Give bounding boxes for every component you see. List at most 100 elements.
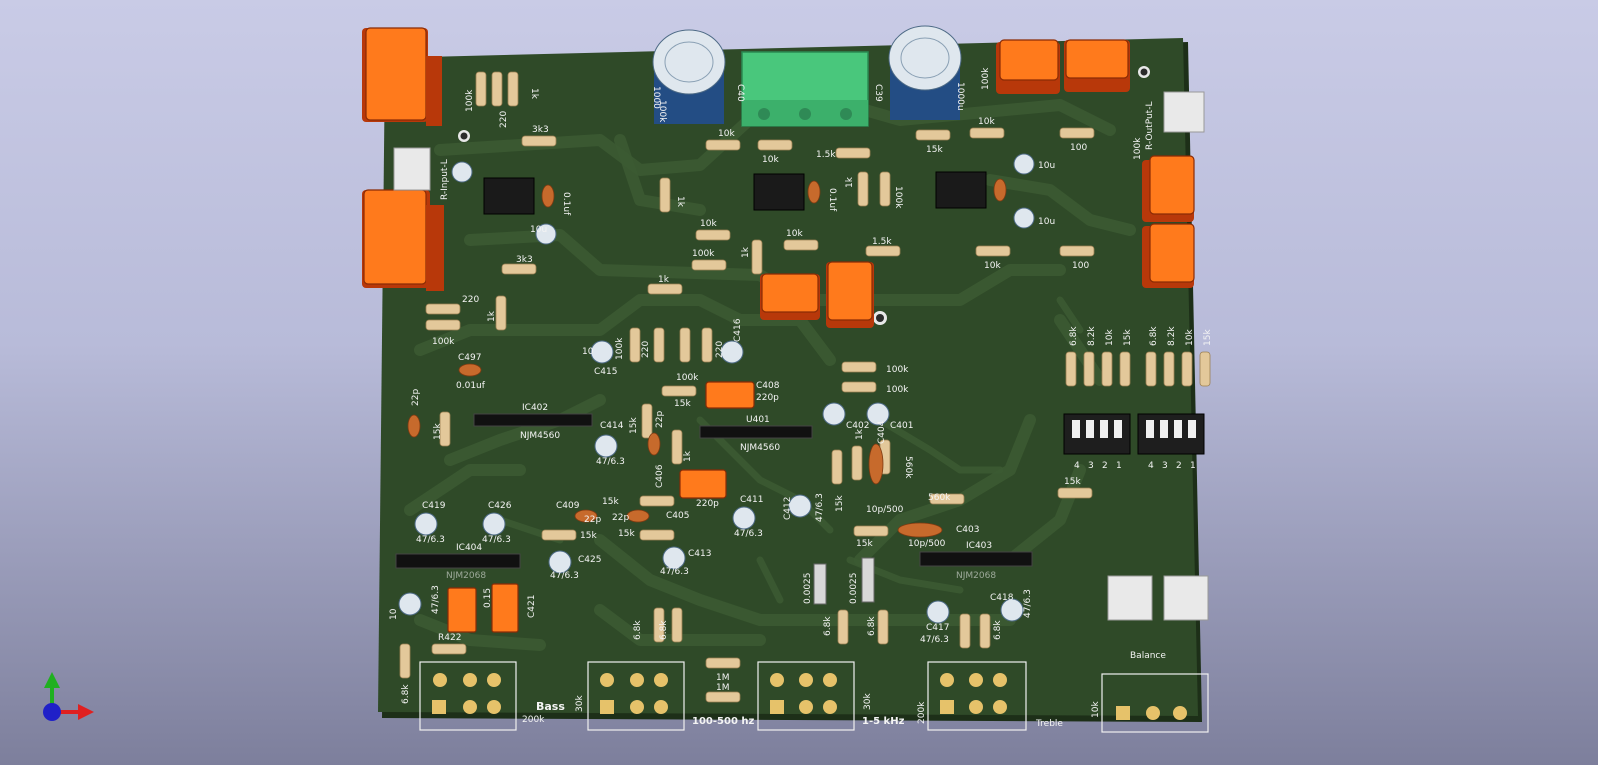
label-r: 1k bbox=[845, 176, 855, 188]
label-c: C416 bbox=[733, 318, 743, 342]
label-r: 10k bbox=[984, 261, 1001, 271]
label-bass-30k: 30k bbox=[575, 695, 585, 712]
label-r: 10k bbox=[1105, 329, 1115, 346]
label-c: 10u bbox=[530, 225, 547, 235]
jst-connectors bbox=[393, 91, 1209, 621]
label-r: 10k bbox=[978, 117, 995, 127]
label-c: C413 bbox=[688, 549, 711, 559]
pot-footprints bbox=[419, 661, 1209, 733]
label-c: 0.1uf bbox=[827, 188, 837, 212]
label-c39: C39 bbox=[873, 84, 883, 102]
label-u401: U401 bbox=[746, 415, 770, 425]
dip-pin-label: 4 bbox=[1074, 461, 1080, 471]
label-c: C425 bbox=[578, 555, 601, 565]
label-c: 47/6.3 bbox=[815, 493, 825, 522]
y-axis-arrow-icon bbox=[44, 672, 60, 688]
label-r: 1M bbox=[716, 683, 730, 693]
label-c: C409 bbox=[556, 501, 580, 511]
label-r: 3k3 bbox=[516, 255, 533, 265]
dip-pin-label: 3 bbox=[1162, 461, 1168, 471]
label-input-l: R-Input-L bbox=[440, 159, 450, 200]
label-r: 100k bbox=[657, 100, 667, 123]
label-c: C419 bbox=[422, 501, 446, 511]
label-c: C414 bbox=[600, 421, 624, 431]
label-c: C405 bbox=[666, 511, 689, 521]
label-c: 220p bbox=[696, 499, 719, 509]
label-c: C417 bbox=[926, 623, 949, 633]
dip-pin-label: 3 bbox=[1088, 461, 1094, 471]
label-r: 15k bbox=[1203, 329, 1213, 346]
label-r: 15k bbox=[602, 497, 619, 507]
label-ic402-part: NJM4560 bbox=[520, 431, 560, 441]
label-r: 220 bbox=[499, 111, 509, 128]
label-c: C403 bbox=[956, 525, 979, 535]
label-c: 0.01uf bbox=[456, 381, 486, 391]
label-c: 47/6.3 bbox=[416, 535, 445, 545]
label-r: 6.8k bbox=[823, 616, 833, 636]
label-c: 0.0025 bbox=[803, 573, 813, 605]
small-electrolytics bbox=[398, 153, 1035, 624]
label-r: 15k bbox=[580, 531, 597, 541]
label-r: 15k bbox=[1064, 477, 1081, 487]
label-r: R422 bbox=[438, 633, 461, 643]
silkscreen-labels: R-Input-L R-OutPut-L C40 1000 C39 1000u … bbox=[389, 67, 1213, 729]
resistors bbox=[399, 71, 1211, 703]
label-r: 6.8k bbox=[993, 620, 1003, 640]
label-c: 22p bbox=[612, 513, 629, 523]
label-ic402: IC402 bbox=[522, 403, 548, 413]
label-c: 10p/500 bbox=[866, 505, 904, 515]
label-c: 0.15 bbox=[483, 588, 493, 608]
label-r: 100k bbox=[886, 385, 909, 395]
label-r: 15k bbox=[674, 399, 691, 409]
label-c: 220p bbox=[756, 393, 779, 403]
label-c: C408 bbox=[756, 381, 780, 391]
label-r: 10k bbox=[786, 229, 803, 239]
label-c: 10 bbox=[389, 608, 399, 620]
pcb-board bbox=[378, 38, 1198, 716]
label-ic403-part: NJM2068 bbox=[956, 571, 996, 581]
label-c: 22p bbox=[584, 515, 601, 525]
label-r: 6.8k bbox=[1069, 326, 1079, 346]
label-r: 15k bbox=[433, 423, 443, 440]
label-r: 560k bbox=[928, 493, 951, 503]
label-r: 100 bbox=[1072, 261, 1089, 271]
label-balance: Balance bbox=[1130, 651, 1166, 661]
label-r: 15k bbox=[1123, 329, 1133, 346]
label-c39-value: 1000u bbox=[955, 82, 965, 111]
label-r: 1k bbox=[487, 310, 497, 322]
label-r: 220 bbox=[462, 295, 479, 305]
dip-pin-label: 2 bbox=[1102, 461, 1108, 471]
label-r: 6.8k bbox=[633, 620, 643, 640]
label-r: 100k bbox=[886, 365, 909, 375]
label-r: 1M bbox=[716, 673, 730, 683]
label-r: 15k bbox=[835, 495, 845, 512]
label-c: 10u bbox=[1038, 217, 1055, 227]
label-r: 560k bbox=[903, 456, 913, 479]
label-c: 47/6.3 bbox=[596, 457, 625, 467]
label-c: 47/6.3 bbox=[550, 571, 579, 581]
dip-pin-label: 1 bbox=[1116, 461, 1122, 471]
film-capacitors-small bbox=[813, 557, 875, 605]
label-c40: C40 bbox=[735, 84, 745, 102]
label-r: 100k bbox=[981, 67, 991, 90]
z-axis-dot-icon bbox=[43, 703, 61, 721]
label-ic404-part: NJM2068 bbox=[446, 571, 486, 581]
label-c: 0.1uf bbox=[561, 192, 571, 216]
label-r: 100k bbox=[1133, 137, 1143, 160]
sip-ics bbox=[395, 413, 1033, 569]
label-c: 47/6.3 bbox=[920, 635, 949, 645]
label-r: 100k bbox=[692, 249, 715, 259]
electrolytic-capacitors bbox=[652, 25, 962, 124]
label-r: 1k bbox=[855, 428, 865, 440]
dip-ics bbox=[483, 171, 987, 215]
label-r: 6.8k bbox=[1149, 326, 1159, 346]
film-capacitors bbox=[362, 27, 1195, 633]
label-ic403: IC403 bbox=[966, 541, 992, 551]
label-c: C402 bbox=[846, 421, 869, 431]
label-c: 47/6.3 bbox=[660, 567, 689, 577]
label-bass: Bass bbox=[536, 700, 565, 713]
label-r: 1k bbox=[675, 196, 685, 208]
label-r: 3k3 bbox=[532, 125, 549, 135]
